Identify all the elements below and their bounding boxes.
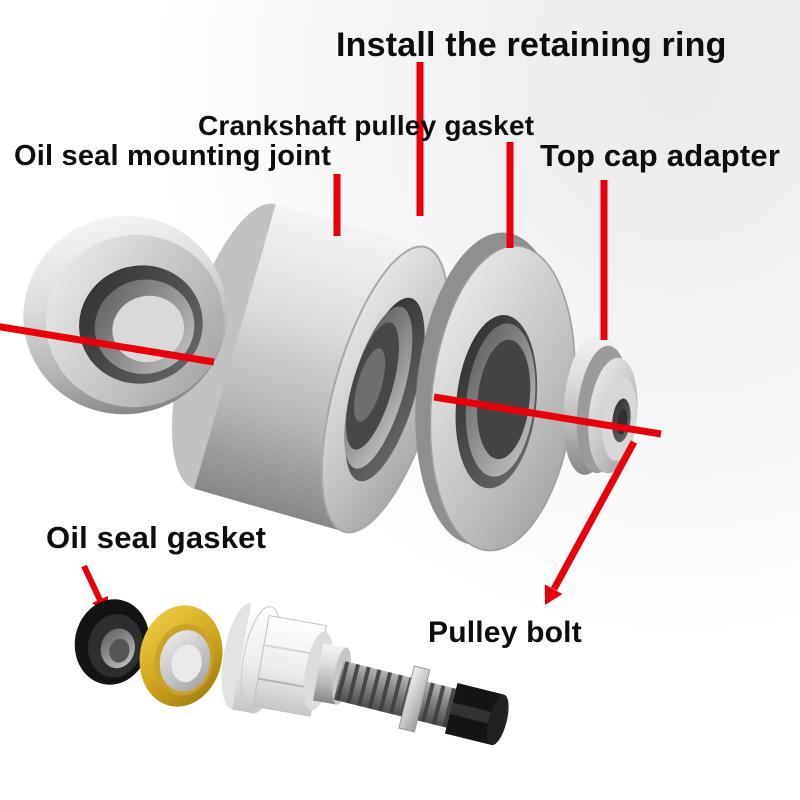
oil-seal-mounting-joint-part (23, 215, 227, 415)
bolt-head-end (487, 694, 509, 746)
label-crankshaft-pulley-gasket: Crankshaft pulley gasket (198, 110, 535, 141)
pulley-cylinder-part (171, 203, 450, 534)
cylinder-body (194, 204, 426, 532)
diagram-title: Install the retaining ring (336, 26, 727, 64)
top-cap-adapter-part (563, 331, 638, 475)
pulley-bolt-part (333, 660, 509, 746)
crankshaft-pulley-gasket-part (415, 232, 576, 552)
axis-line-left-segment (0, 323, 215, 366)
axis-line-right-segment (433, 393, 662, 438)
gold-ring-center-highlight (171, 644, 202, 683)
label-oil-seal-mounting-joint: Oil seal mounting joint (14, 140, 332, 172)
seal-bore (109, 638, 130, 663)
bolt-head-facet (449, 702, 500, 726)
arrow-head-pulley-bolt (544, 584, 563, 605)
label-top-cap-adapter: Top cap adapter (540, 138, 781, 173)
bolt-threads (335, 661, 457, 728)
pulley-hub-part (221, 603, 352, 717)
bolt-washer (398, 665, 431, 733)
gold-retainer-ring-part (139, 605, 223, 707)
arrow-line-oil-seal-gasket (81, 564, 103, 602)
label-oil-seal-gasket: Oil seal gasket (46, 520, 267, 555)
oil-seal-gasket-part (74, 599, 150, 685)
arrow-line-pulley-bolt (550, 440, 638, 591)
cylinder-bore-hub (354, 348, 386, 422)
gasket-bore-depth (477, 339, 531, 460)
label-pulley-bolt: Pulley bolt (428, 616, 582, 649)
